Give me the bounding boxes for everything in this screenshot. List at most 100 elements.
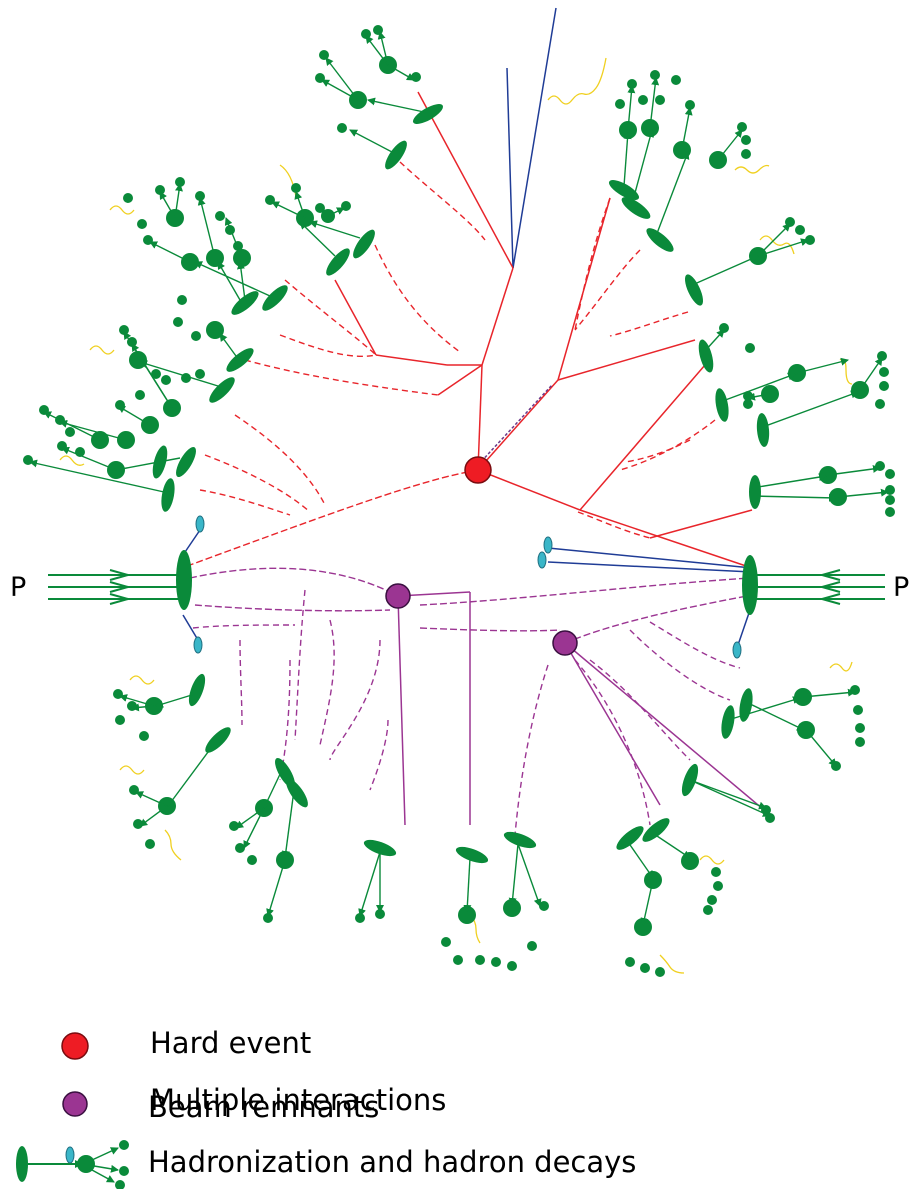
hadron-string	[176, 446, 196, 478]
hadron-decay-product	[177, 295, 187, 305]
decay-arrow	[805, 729, 837, 767]
hadron-decay-product	[707, 895, 717, 905]
hard-event-vertex	[464, 456, 492, 484]
multiple-interaction-vertex	[552, 630, 578, 656]
proton-left-blob	[176, 550, 192, 610]
hadron-decay-product	[885, 495, 895, 505]
hadron-decay-product	[855, 737, 865, 747]
decay-arrow	[802, 688, 856, 698]
hadron	[681, 852, 699, 870]
hadron-decay-product	[113, 689, 123, 699]
decay-arrow	[689, 255, 759, 287]
hadron	[458, 906, 476, 924]
multiple-interaction-vertex	[385, 583, 411, 609]
hadron-string	[642, 818, 670, 842]
hadron-decay-product	[879, 367, 889, 377]
decay-arrow	[263, 769, 283, 809]
hadron-string	[412, 104, 444, 124]
proton-beam-left	[48, 569, 180, 605]
decay-arrow	[61, 446, 117, 471]
decay-arrow	[757, 223, 791, 257]
hadron-decay-product	[291, 183, 301, 193]
decay-arrow	[131, 343, 173, 409]
hadron-decay-product	[155, 185, 165, 195]
decay-arrow	[365, 35, 389, 66]
beam-remnant	[537, 551, 547, 569]
beam-remnant	[543, 536, 553, 554]
hadron-decay-product	[795, 225, 805, 235]
decay-arrow	[640, 879, 654, 926]
decay-arrow	[717, 129, 743, 161]
decay-arrow	[517, 843, 542, 907]
hadron-decay-product	[741, 135, 751, 145]
hadron-decay-product	[139, 731, 149, 741]
decay-arrow	[159, 191, 176, 219]
hadron-string	[161, 478, 175, 512]
hadron-decay-product	[127, 701, 137, 711]
decay-arrow	[859, 357, 883, 391]
decay-arrow	[387, 64, 415, 81]
decay-arrow	[463, 857, 472, 913]
hadron-decay-product	[655, 967, 665, 977]
decay-arrow	[43, 411, 101, 441]
decay-arrow	[759, 390, 859, 429]
hadron-decay-product	[229, 821, 239, 831]
hadron-string	[455, 846, 489, 864]
hadron-string	[715, 388, 729, 422]
hadron-decay-product	[853, 705, 863, 715]
hard-process-dashed	[477, 384, 553, 466]
decay-arrow	[117, 405, 151, 426]
hadron-decay-product	[743, 399, 753, 409]
red-circle-icon	[61, 1032, 89, 1060]
hadron-decay-product	[361, 29, 371, 39]
hadron-string	[698, 339, 714, 373]
hadron-string	[262, 285, 288, 311]
decay-arrow	[115, 457, 181, 473]
hadron-decay-product	[625, 957, 635, 967]
beam-remnants	[193, 515, 742, 659]
hadron-string	[286, 778, 308, 808]
decay-arrow	[631, 129, 655, 205]
hadron-decay-product	[65, 427, 75, 437]
hadron-decay-product	[247, 855, 257, 865]
decay-arrow	[367, 97, 425, 113]
hadron-decay-product	[671, 75, 681, 85]
decay-arrow	[139, 360, 219, 387]
hadron-decay-product	[507, 961, 517, 971]
hadron-decay-product	[137, 219, 147, 229]
hadron-string	[385, 140, 407, 170]
proton-right-blob	[742, 555, 758, 615]
hadron-cluster-icon	[16, 1140, 129, 1189]
decay-arrow	[655, 151, 690, 237]
hadron-decay-product	[161, 375, 171, 385]
hadron-string	[353, 229, 375, 259]
decay-arrow	[155, 693, 196, 708]
decay-arrow	[131, 703, 155, 712]
hadron-decay-product	[850, 685, 860, 695]
hadron-decay-product	[133, 819, 143, 829]
decay-arrow	[29, 459, 165, 493]
hadron-string	[721, 705, 735, 739]
hadron	[634, 918, 652, 936]
decay-arrow	[139, 805, 168, 827]
hadron-decay-product	[135, 390, 145, 400]
hadron-string	[756, 413, 770, 447]
decay-arrow	[271, 201, 306, 219]
hadron-decay-product	[741, 149, 751, 159]
decay-arrow	[281, 789, 295, 859]
decay-arrow	[243, 807, 265, 849]
hadron-decay-product	[703, 905, 713, 915]
left-beam-label: P	[10, 572, 27, 603]
hadron-decay-product	[115, 715, 125, 725]
beam-remnant	[193, 636, 203, 654]
purple-circle-icon	[62, 1091, 88, 1117]
decay-arrow	[703, 329, 725, 353]
right-beam-label: P	[893, 572, 910, 603]
hadron-decay-product	[785, 217, 795, 227]
hadron-decay-product	[195, 369, 205, 379]
hadron-decay-product	[745, 343, 755, 353]
decay-arrow	[653, 833, 691, 859]
multiple-interaction-lines	[397, 591, 771, 826]
multiple-interaction-gluons	[189, 567, 753, 836]
hadron-string	[503, 831, 537, 849]
